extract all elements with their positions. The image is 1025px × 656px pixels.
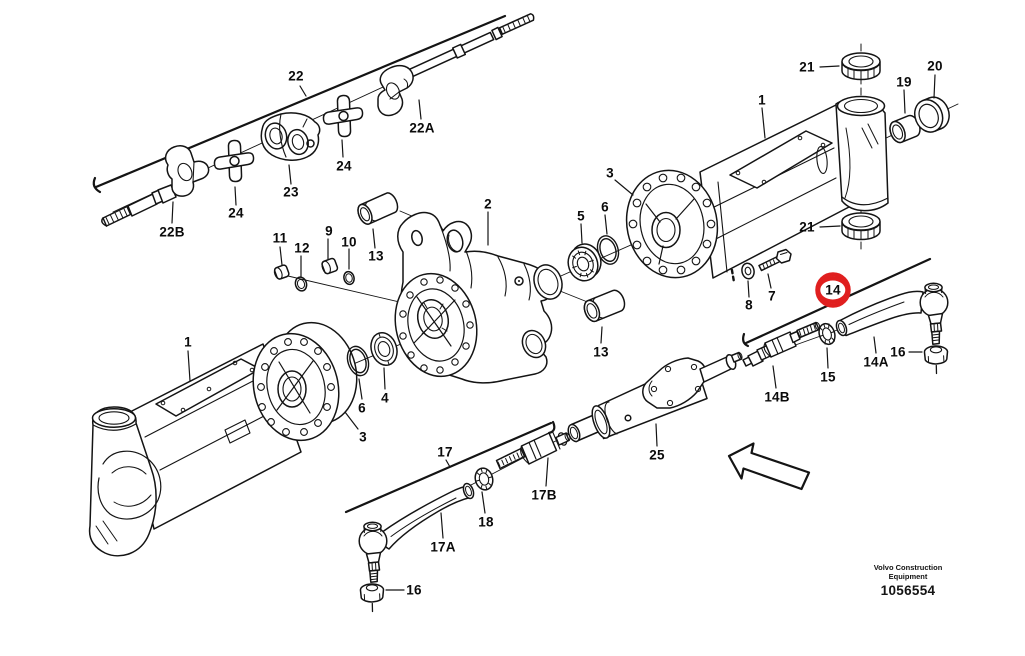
part-17A-tie-rod-arm — [358, 482, 475, 583]
part-8-washer — [741, 262, 755, 280]
part-6-oring-upper — [596, 235, 620, 265]
part-24-ujoint-cross-left — [213, 139, 255, 183]
drawing-footer: Volvo Construction Equipment 1056554 — [856, 563, 960, 598]
part-22B-yoke-shaft — [101, 145, 210, 227]
part-20-ring — [913, 96, 950, 133]
part-14B-ball-joint — [742, 321, 821, 367]
direction-arrow — [727, 442, 811, 491]
part-17B-ball-joint — [495, 430, 571, 470]
part-22-driveshaft — [397, 13, 535, 83]
part-16-nut-right — [923, 345, 949, 375]
part-15-lock-washer — [818, 322, 836, 346]
highlight-circle-14 — [815, 272, 851, 308]
part-21-bearing-bottom — [841, 212, 881, 241]
drawing-number: 1056554 — [880, 583, 936, 598]
brand-text-line1: Volvo Construction — [873, 563, 943, 572]
part-18-nut — [474, 467, 494, 491]
part-1-axle-housing-top — [699, 95, 889, 279]
part-19-bushing — [889, 114, 921, 144]
part-13-bushing-upper — [357, 192, 399, 225]
part-4-seal — [370, 331, 398, 367]
part-22A-yoke — [377, 64, 414, 117]
part-21-bearing-top — [841, 52, 881, 81]
part-6-oring-lower — [346, 345, 370, 377]
part-12-ring — [294, 276, 308, 292]
part-10-ring — [343, 270, 355, 286]
part-3-flange-lower — [252, 321, 358, 442]
part-13-bushing-lower — [583, 289, 626, 323]
part-9-plug — [321, 257, 339, 275]
part-5-bearing — [567, 243, 602, 282]
part-16-nut-bottom — [359, 583, 385, 613]
part-2-steering-knuckle — [394, 211, 563, 384]
part-25-steering-cylinder — [557, 351, 743, 446]
brand-text-line2: Equipment — [888, 572, 928, 581]
part-11-plug — [273, 264, 290, 280]
part-14A-tie-rod-arm — [835, 282, 949, 345]
part-3-flange-upper — [625, 169, 719, 279]
leader-lines — [171, 65, 936, 591]
part-23-double-joint — [260, 112, 321, 161]
part-7-bolt — [758, 248, 792, 272]
part-24-ujoint-cross-right — [322, 94, 364, 138]
